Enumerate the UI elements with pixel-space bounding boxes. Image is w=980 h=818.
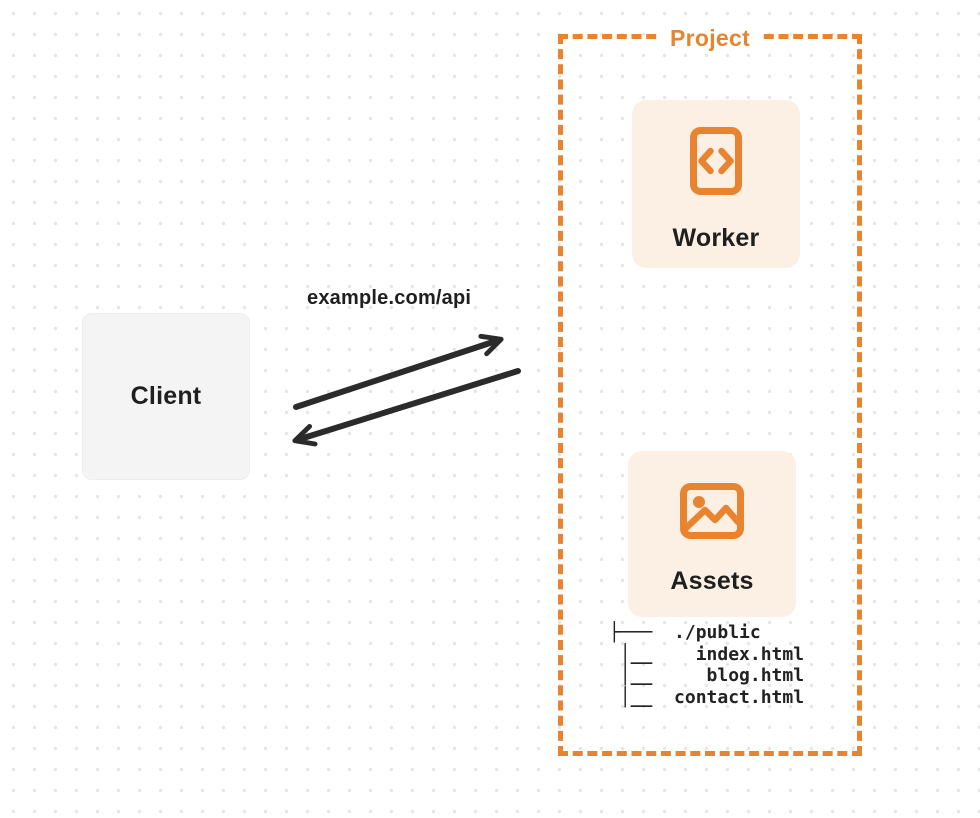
client-label: Client xyxy=(130,382,202,410)
image-icon xyxy=(680,483,744,539)
request-arrow xyxy=(293,333,504,410)
worker-node: Worker xyxy=(632,100,800,268)
request-url-label: example.com/api xyxy=(307,287,472,309)
response-arrow xyxy=(292,368,521,447)
project-label: Project xyxy=(659,25,761,52)
project-boundary: Project Worker Assets xyxy=(558,25,862,756)
code-file-icon xyxy=(690,127,742,195)
client-node: Client xyxy=(82,313,250,480)
assets-node: Assets xyxy=(628,451,796,617)
assets-file-tree: ├─── ./public │__ index.html │__ blog.ht… xyxy=(609,622,805,708)
worker-label: Worker xyxy=(672,224,760,252)
assets-label: Assets xyxy=(670,567,754,595)
